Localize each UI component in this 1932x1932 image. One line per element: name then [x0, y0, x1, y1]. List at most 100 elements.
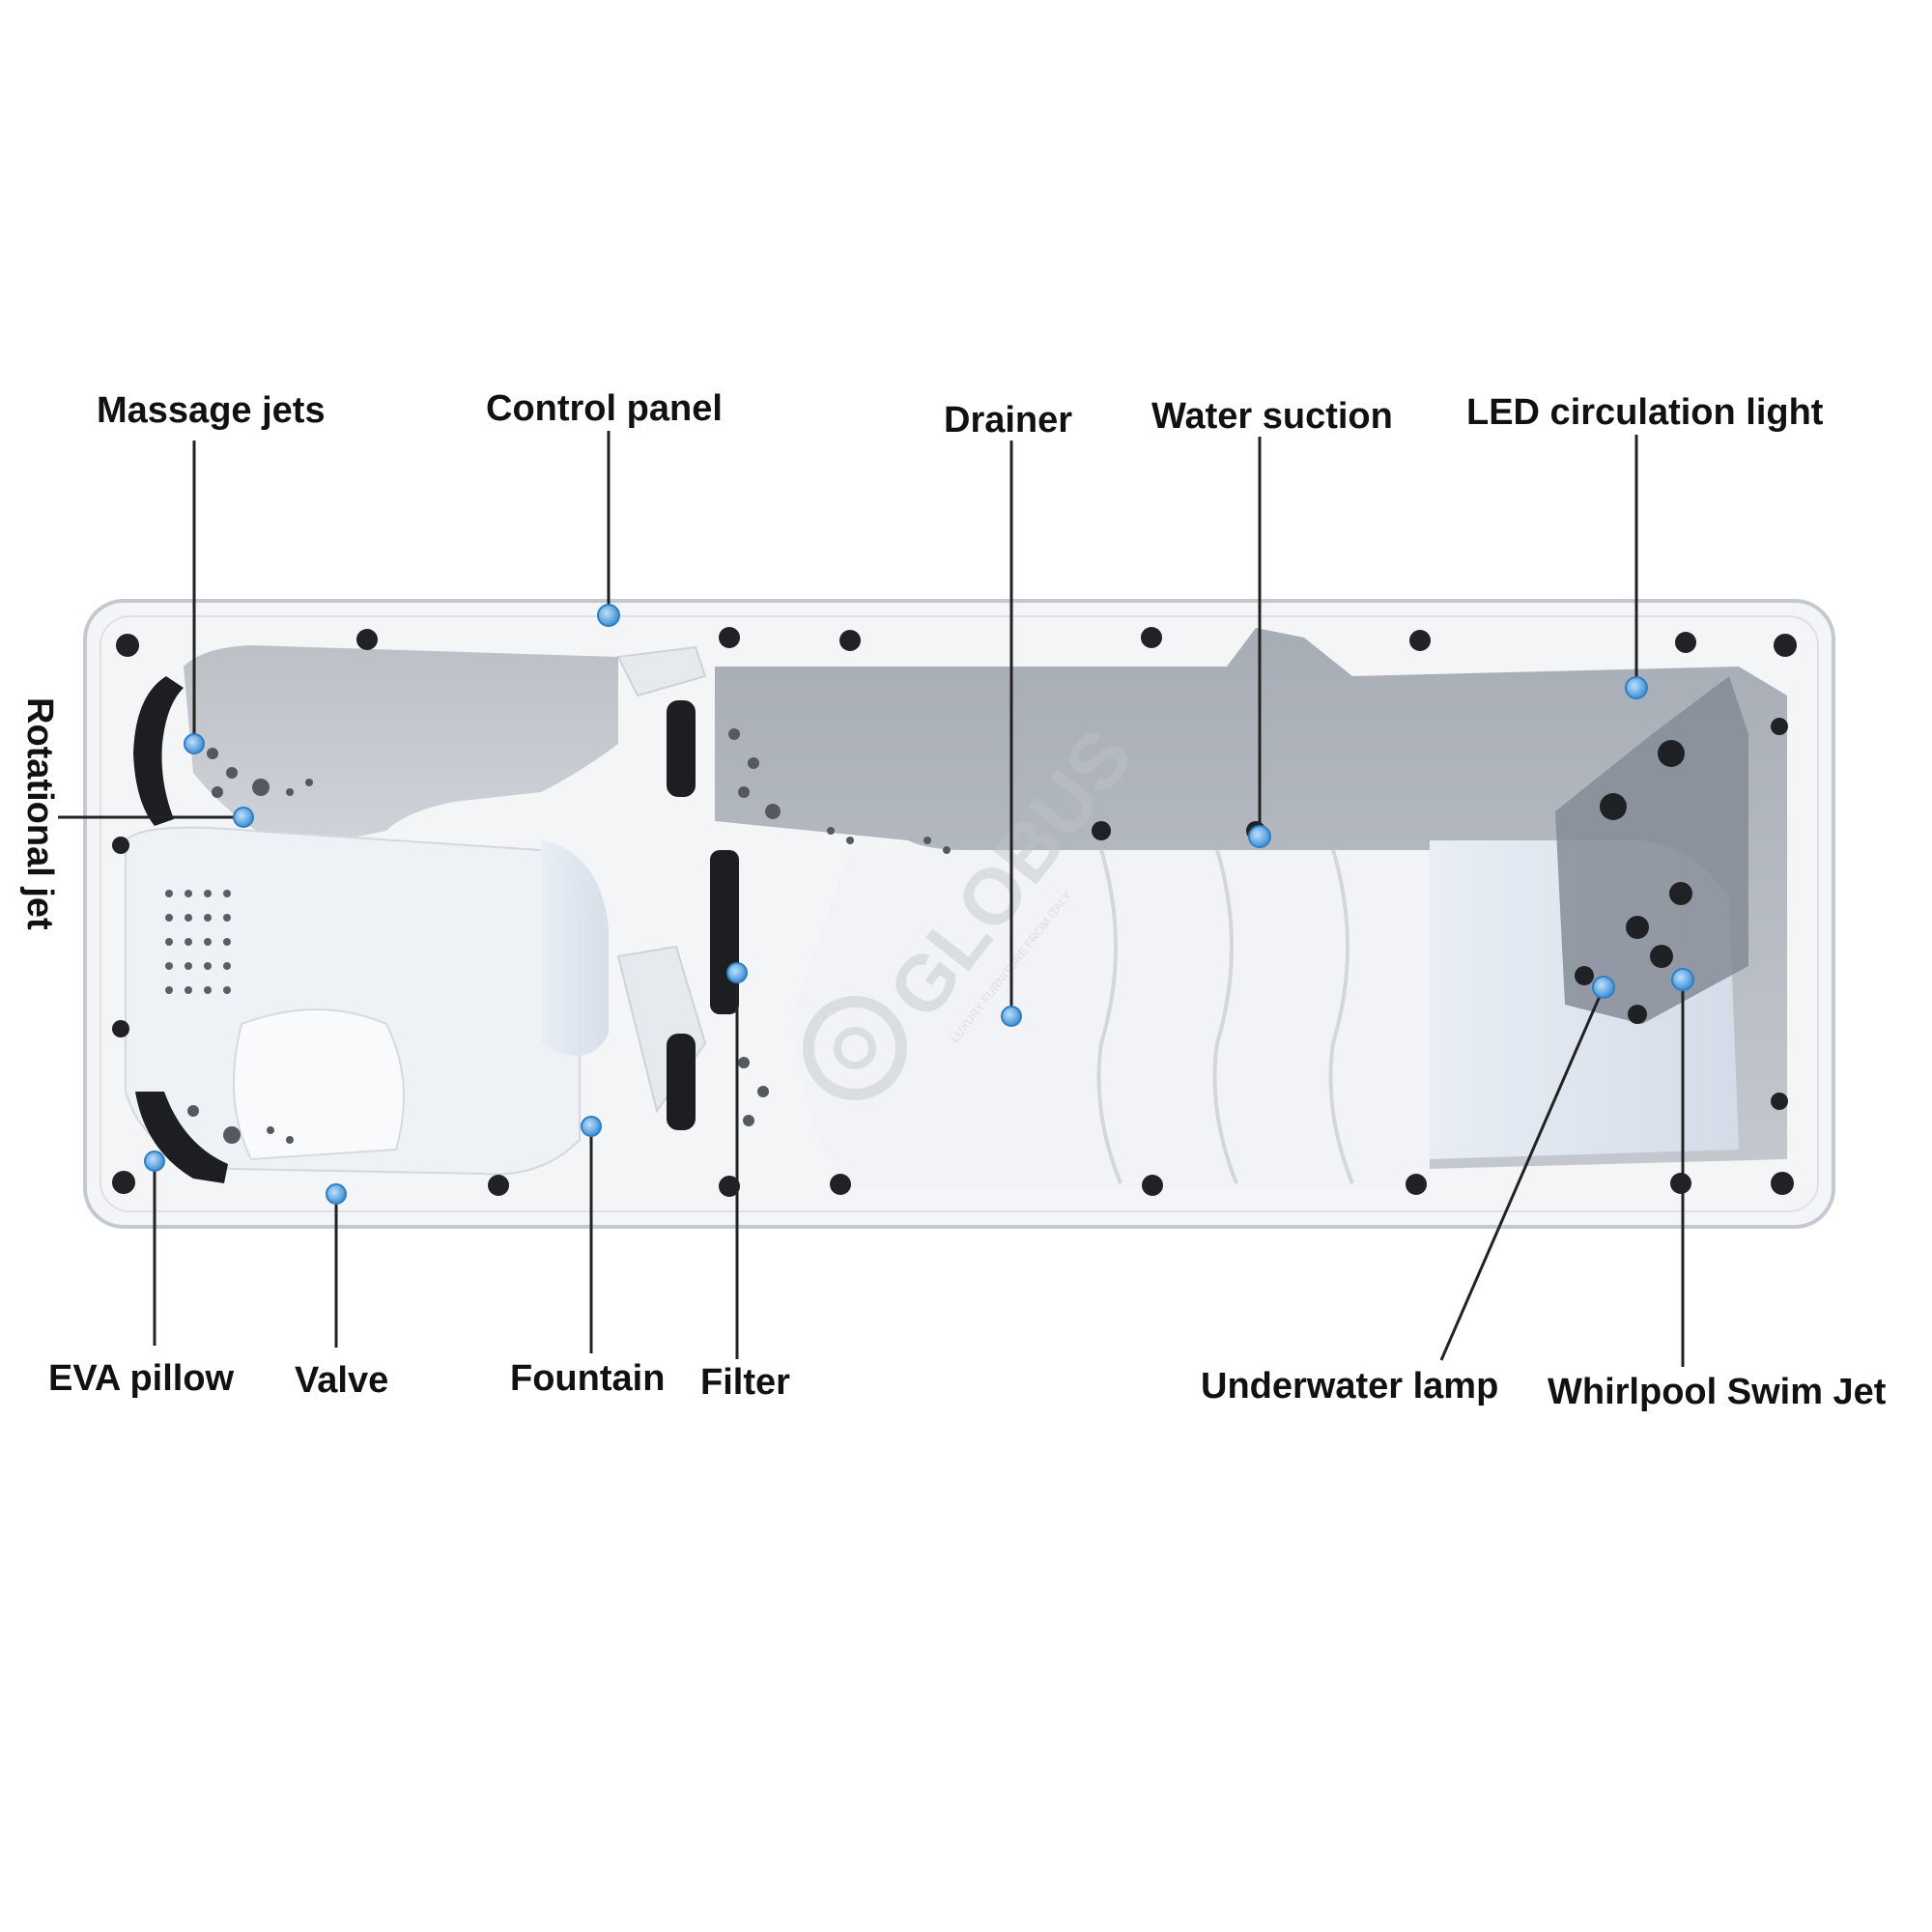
rim-fixture: [1771, 1093, 1788, 1110]
rim-fixture: [719, 1176, 740, 1197]
swim-jet: [1628, 1005, 1647, 1024]
massage-jet: [165, 938, 173, 946]
massage-jet: [204, 914, 212, 922]
rim-fixture: [356, 629, 378, 650]
label-drainer: Drainer: [944, 400, 1073, 440]
massage-jet: [204, 986, 212, 994]
massage-jet: [185, 914, 192, 922]
rim-fixture: [1409, 630, 1431, 651]
massage-jet: [165, 986, 173, 994]
spa-seating-shell: [184, 645, 618, 850]
rim-fixture: [719, 627, 740, 648]
rim-fixture: [488, 1175, 509, 1196]
filter-housing: [710, 850, 739, 1014]
massage-jet: [757, 1086, 769, 1097]
label-eva-pillow: EVA pillow: [48, 1358, 235, 1399]
swim-jet: [1669, 882, 1692, 905]
massage-jet: [943, 846, 951, 854]
marker-underwater-lamp: [1592, 976, 1615, 999]
massage-jet: [226, 767, 238, 779]
swim-jet: [1658, 740, 1685, 767]
eva-pillow-bottom: [135, 1092, 228, 1183]
massage-jet: [738, 1057, 750, 1068]
massage-jet: [223, 890, 231, 897]
label-underwater-lamp: Underwater lamp: [1201, 1366, 1499, 1406]
massage-jet: [185, 986, 192, 994]
massage-jet: [286, 788, 294, 796]
rim-fixture: [1771, 718, 1788, 735]
leader-line-underwater-lamp: [1439, 986, 1605, 1361]
massage-jet: [185, 962, 192, 970]
massage-jet: [223, 986, 231, 994]
massage-jet: [223, 962, 231, 970]
rim-fixture: [1774, 634, 1797, 657]
watermark-logo-core: [834, 1027, 876, 1069]
massage-jet: [748, 757, 759, 769]
massage-jet: [267, 1126, 274, 1134]
label-massage-jets: Massage jets: [97, 390, 326, 431]
lane-step-1: [1096, 849, 1122, 1184]
massage-jet: [765, 804, 781, 819]
massage-jet: [212, 786, 223, 798]
lane-step-2: [1212, 849, 1238, 1184]
massage-jet: [204, 962, 212, 970]
rim-fixture: [1670, 1173, 1691, 1194]
label-valve: Valve: [295, 1360, 389, 1401]
massage-jet: [846, 837, 854, 844]
rim-fixture: [1406, 1174, 1427, 1195]
marker-valve: [326, 1183, 347, 1205]
swim-jet-panel: [1555, 676, 1748, 1024]
side-pillow-1: [667, 700, 696, 797]
marker-swim-jet: [1671, 968, 1694, 991]
marker-water-suction: [1248, 825, 1271, 848]
swim-jet: [1575, 966, 1594, 985]
rim-fixture: [1141, 627, 1162, 648]
rim-fixture: [1142, 1175, 1163, 1196]
tub-inner-rim: [99, 615, 1819, 1212]
divider-wall: [616, 645, 707, 1114]
massage-jet: [165, 962, 173, 970]
side-pillow-2: [667, 1034, 696, 1130]
massage-jet: [923, 837, 931, 844]
massage-jet-cluster-left: [165, 890, 231, 994]
label-water-suction: Water suction: [1151, 396, 1393, 437]
massage-jet: [185, 938, 192, 946]
massage-jet: [738, 786, 750, 798]
watermark-logo-ring: [803, 996, 907, 1100]
rim-fixture: [112, 1171, 135, 1194]
rim-fixture: [839, 630, 861, 651]
rim-fixture: [112, 837, 129, 854]
label-control-panel: Control panel: [486, 388, 723, 429]
label-filter: Filter: [700, 1362, 790, 1403]
label-rotational-jet: Rotational jet: [19, 697, 60, 930]
marker-eva-pillow: [144, 1151, 165, 1172]
swim-jet: [1600, 793, 1627, 820]
marker-led-light: [1625, 676, 1648, 699]
massage-jet-cluster-middle: [728, 728, 951, 1126]
massage-jet: [827, 827, 835, 835]
marker-control-panel: [597, 604, 620, 627]
massage-jet: [743, 1115, 754, 1126]
massage-jet: [187, 1105, 199, 1117]
massage-jet: [165, 890, 173, 897]
callout-markers: [144, 604, 1694, 1205]
marker-fountain: [581, 1116, 602, 1137]
rim-fixture: [1675, 632, 1696, 653]
rim-fixture: [112, 1020, 129, 1037]
massage-jet-cluster-seat: [187, 748, 313, 1144]
label-fountain: Fountain: [510, 1358, 666, 1399]
leader-lines: [58, 431, 1685, 1367]
massage-jet: [204, 938, 212, 946]
marker-rotational-jet: [233, 807, 254, 828]
swim-jet: [1650, 945, 1673, 968]
massage-jet: [204, 890, 212, 897]
lane-step-3: [1328, 849, 1354, 1184]
massage-jet: [165, 914, 173, 922]
massage-jet: [223, 1126, 241, 1144]
rim-fixture: [1771, 1172, 1794, 1195]
massage-jet: [207, 748, 218, 759]
label-whirlpool-swim-jet: Whirlpool Swim Jet: [1548, 1372, 1887, 1412]
spa-footwell: [541, 840, 609, 1056]
